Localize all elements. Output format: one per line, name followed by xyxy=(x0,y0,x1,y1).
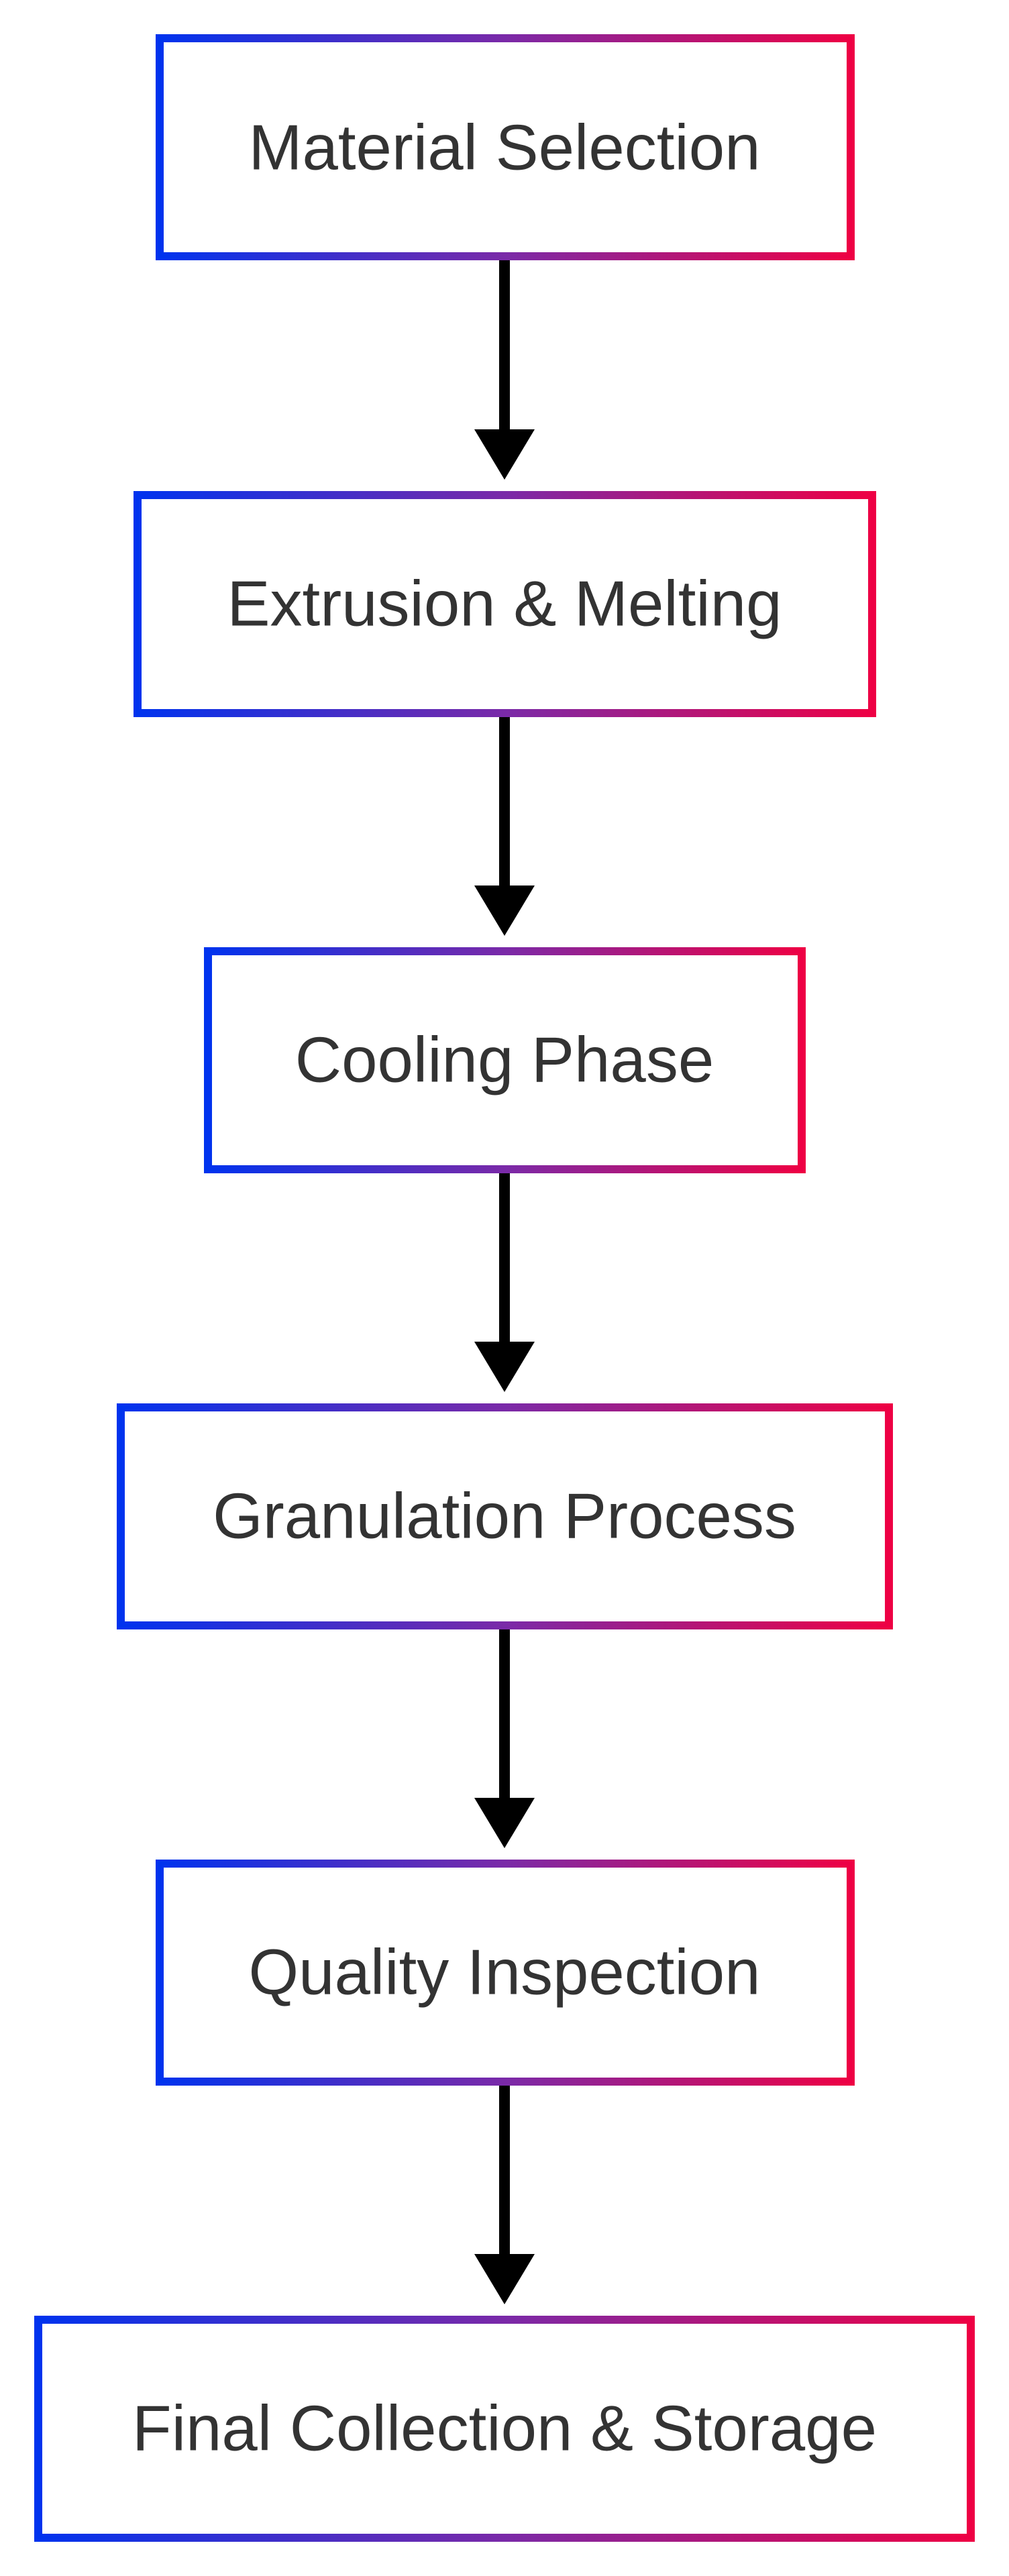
node-quality-inspection: Quality Inspection xyxy=(156,1860,855,2086)
node-cooling-phase-box xyxy=(204,947,806,1173)
node-granulation-process-box xyxy=(117,1403,893,1629)
node-cooling-phase-label: Cooling Phase xyxy=(295,1024,714,1096)
node-extrusion-melting-box xyxy=(134,491,876,717)
node-granulation-process: Granulation Process xyxy=(117,1403,893,1629)
node-material-selection: Material Selection xyxy=(156,34,855,260)
node-granulation-process-label: Granulation Process xyxy=(213,1481,796,1552)
edge-0-arrowhead xyxy=(474,429,535,480)
node-material-selection-label: Material Selection xyxy=(248,112,760,184)
node-final-collection-storage-label: Final Collection & Storage xyxy=(132,2393,877,2465)
node-final-collection-storage: Final Collection & Storage xyxy=(34,2316,975,2542)
node-quality-inspection-label: Quality Inspection xyxy=(248,1937,760,2008)
node-quality-inspection-box xyxy=(156,1860,855,2086)
edge-1 xyxy=(474,714,535,936)
edge-4 xyxy=(474,2083,535,2304)
edge-3-arrowhead xyxy=(474,1798,535,1848)
edge-2-arrowhead xyxy=(474,1342,535,1392)
node-extrusion-melting-label: Extrusion & Melting xyxy=(227,568,782,640)
node-final-collection-storage-box xyxy=(34,2316,975,2542)
edge-3 xyxy=(474,1627,535,1848)
node-material-selection-box xyxy=(156,34,855,260)
edge-0 xyxy=(474,258,535,480)
edge-2 xyxy=(474,1171,535,1392)
edge-1-arrowhead xyxy=(474,885,535,936)
edge-4-arrowhead xyxy=(474,2254,535,2304)
node-extrusion-melting: Extrusion & Melting xyxy=(134,491,876,717)
node-cooling-phase: Cooling Phase xyxy=(204,947,806,1173)
